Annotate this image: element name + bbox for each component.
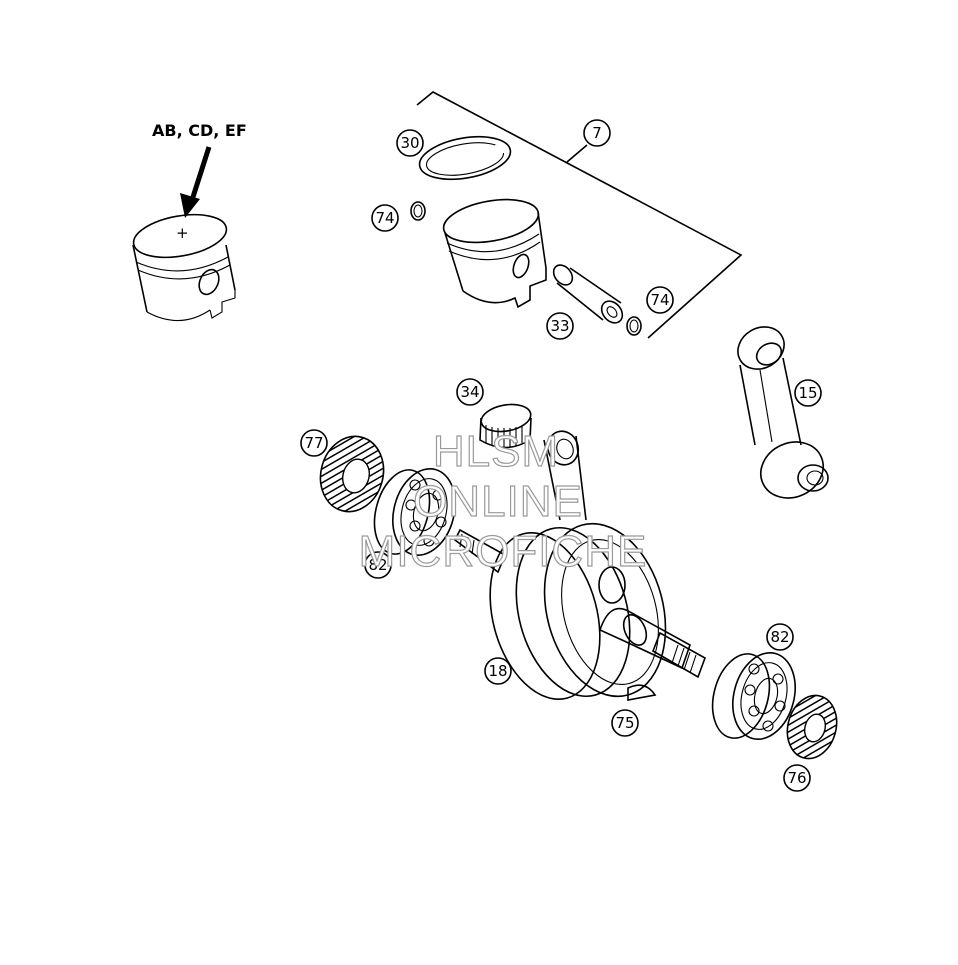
oil-seal-right: [786, 694, 838, 760]
watermark-line-3: MICROFICHE: [359, 527, 648, 576]
piston-center-mark: +: [176, 224, 189, 242]
callout-82-left: 82: [364, 551, 392, 579]
svg-text:15: 15: [798, 384, 817, 402]
svg-text:33: 33: [550, 317, 569, 335]
ball-bearing-left: [373, 467, 456, 557]
svg-text:82: 82: [368, 556, 387, 574]
piston-ring: [418, 135, 512, 181]
callout-77: 77: [300, 429, 328, 457]
callout-15: 15: [794, 379, 822, 407]
piston-marking-arrowhead: [180, 193, 200, 218]
piston-marking-label: AB, CD, EF: [152, 121, 247, 140]
circlip-lower: [626, 316, 642, 336]
callout-34: 34: [456, 378, 484, 406]
svg-text:82: 82: [770, 628, 789, 646]
callout-82-right: 82: [766, 623, 794, 651]
svg-text:7: 7: [592, 124, 602, 142]
callout-74-lower: 74: [646, 286, 674, 314]
watermark-line-1: HLSM: [433, 427, 559, 476]
callout-75: 75: [611, 709, 639, 737]
callout-74-upper: 74: [371, 204, 399, 232]
svg-text:75: 75: [615, 714, 634, 732]
callout-7: 7: [583, 119, 611, 147]
watermark: HLSM ONLINE MICROFICHE: [358, 426, 648, 576]
callout-33: 33: [546, 312, 574, 340]
svg-text:74: 74: [650, 291, 669, 309]
svg-text:18: 18: [488, 662, 507, 680]
svg-text:34: 34: [460, 383, 479, 401]
svg-text:30: 30: [400, 134, 419, 152]
wrist-pin: [552, 264, 624, 324]
needle-bearing: [479, 403, 532, 449]
svg-text:74: 74: [375, 209, 394, 227]
woodruff-key: [627, 684, 657, 701]
oil-seal-left: [319, 435, 385, 513]
connecting-rod: [737, 326, 829, 499]
piston-kit-bracket: [416, 91, 743, 339]
callout-30: 30: [396, 129, 424, 157]
svg-text:77: 77: [304, 434, 323, 452]
svg-text:76: 76: [787, 769, 806, 787]
circlip-upper: [410, 201, 426, 221]
ball-bearing-right: [711, 651, 796, 741]
callout-18: 18: [484, 657, 512, 685]
watermark-line-2: ONLINE: [413, 477, 583, 526]
marked-piston: AB, CD, EF +: [132, 121, 247, 322]
callout-76: 76: [783, 764, 811, 792]
piston-marking-arrow: [190, 146, 212, 198]
piston: [442, 198, 547, 309]
